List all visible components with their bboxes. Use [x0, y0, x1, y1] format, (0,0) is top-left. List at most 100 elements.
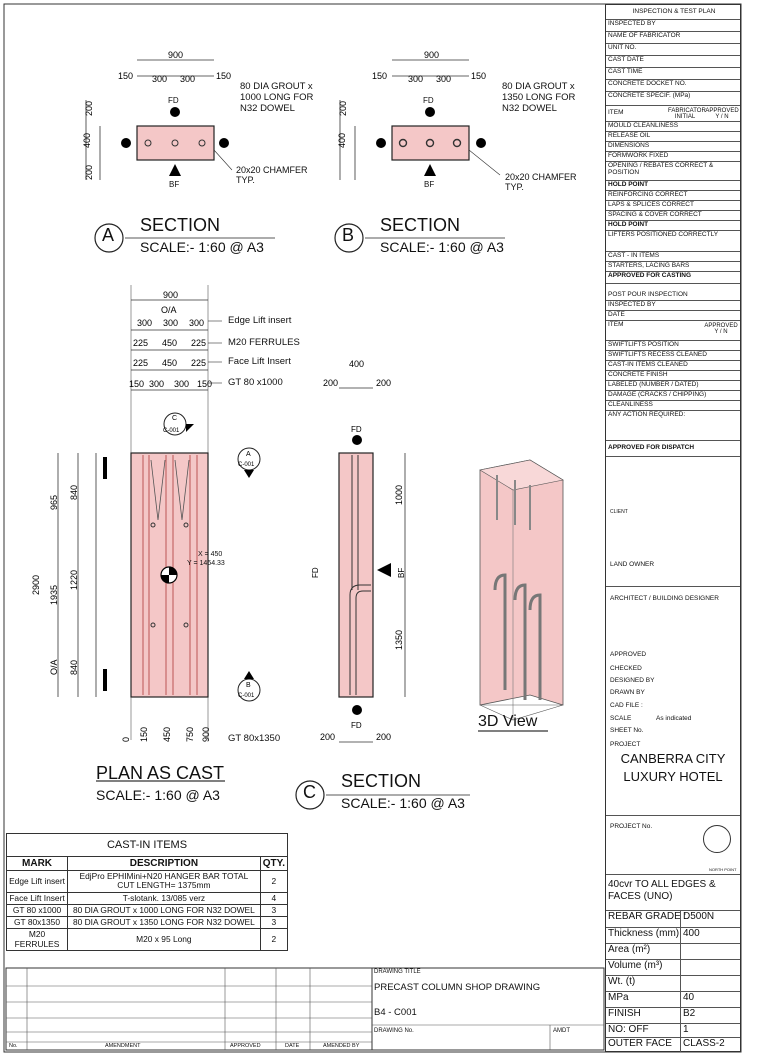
- section-b-title: SECTION: [380, 215, 461, 235]
- coord-x: X = 450: [198, 551, 223, 558]
- plan-label-edge-lift: Edge Lift insert: [228, 315, 292, 326]
- svg-text:200: 200: [376, 732, 391, 742]
- svg-text:750: 750: [185, 727, 195, 742]
- drawing-no-label: DRAWING No.: [374, 1028, 414, 1034]
- svg-text:900: 900: [163, 290, 178, 300]
- plan-label-gt1350: GT 80x1350: [228, 733, 281, 744]
- svg-text:C-001: C-001: [163, 428, 180, 434]
- section-c-marker: [295, 780, 325, 810]
- castin-header-desc: DESCRIPTION: [67, 856, 261, 872]
- section-c-view: [338, 387, 406, 743]
- svg-text:200: 200: [320, 732, 335, 742]
- svg-text:400: 400: [337, 133, 347, 148]
- svg-text:2900: 2900: [31, 575, 41, 595]
- amend-no: No.: [9, 1043, 18, 1049]
- svg-text:300: 300: [174, 379, 189, 389]
- svg-text:150: 150: [372, 71, 387, 81]
- svg-text:225: 225: [133, 358, 148, 368]
- svg-text:900: 900: [201, 727, 211, 742]
- svg-text:400: 400: [82, 133, 92, 148]
- svg-text:C: C: [172, 415, 177, 422]
- svg-text:150: 150: [129, 379, 144, 389]
- itp-title: INSPECTION & TEST PLAN: [606, 5, 740, 20]
- plan-label-face-lift: Face Lift Insert: [228, 356, 291, 367]
- svg-text:FD: FD: [311, 567, 320, 578]
- section-b-chamfer: 20x20 CHAMFER TYP.: [505, 172, 577, 193]
- svg-text:O/A: O/A: [49, 659, 59, 675]
- drawing-code: B4 - C001: [374, 1007, 417, 1018]
- svg-text:1000: 1000: [394, 485, 404, 505]
- svg-text:840: 840: [69, 660, 79, 675]
- section-a-view: [85, 59, 233, 180]
- section-a-marker: [94, 223, 124, 253]
- castin-header-mark: MARK: [5, 856, 69, 872]
- bf-label: BF: [169, 180, 180, 189]
- svg-text:300: 300: [180, 74, 195, 84]
- coord-y: Y = 1464.33: [187, 560, 225, 567]
- plan-label-gt1000: GT 80 x1000: [228, 377, 283, 388]
- svg-text:A: A: [246, 451, 251, 458]
- svg-text:300: 300: [189, 318, 204, 328]
- project-name-1: CANBERRA CITY: [620, 751, 726, 766]
- castin-header-qty: QTY.: [259, 856, 289, 872]
- svg-text:225: 225: [133, 338, 148, 348]
- svg-text:FD: FD: [351, 721, 362, 730]
- svg-text:B: B: [246, 682, 251, 689]
- view3d-title: 3D View: [478, 713, 538, 730]
- svg-text:300: 300: [163, 318, 178, 328]
- section-c-title: SECTION: [341, 771, 422, 791]
- amend-date: DATE: [285, 1043, 300, 1049]
- fd-label-b: FD: [423, 96, 434, 105]
- svg-text:150: 150: [471, 71, 486, 81]
- section-b-marker: [334, 223, 364, 253]
- svg-text:C-001: C-001: [238, 462, 255, 468]
- plan-scale: SCALE:- 1:60 @ A3: [96, 787, 220, 803]
- svg-text:0: 0: [121, 737, 131, 742]
- svg-text:300: 300: [408, 74, 423, 84]
- svg-text:1935: 1935: [49, 585, 59, 605]
- amend-by: AMENDED BY: [323, 1043, 360, 1049]
- svg-text:150: 150: [118, 71, 133, 81]
- svg-text:C-001: C-001: [238, 693, 255, 699]
- section-a-title: SECTION: [140, 215, 221, 235]
- svg-text:225: 225: [191, 358, 206, 368]
- svg-text:FD: FD: [351, 425, 362, 434]
- svg-text:300: 300: [137, 318, 152, 328]
- svg-text:450: 450: [162, 727, 172, 742]
- amendment-grid: [5, 967, 605, 1051]
- svg-text:150: 150: [216, 71, 231, 81]
- title-block: INSPECTION & TEST PLAN INSPECTED BY NAME…: [605, 4, 741, 1052]
- svg-text:BF: BF: [397, 568, 406, 578]
- dim-900-a: 900: [168, 50, 183, 60]
- svg-text:300: 300: [436, 74, 451, 84]
- svg-text:150: 150: [197, 379, 212, 389]
- svg-text:400: 400: [349, 359, 364, 369]
- amend-approved: APPROVED: [230, 1043, 261, 1049]
- svg-text:1350: 1350: [394, 630, 404, 650]
- section-b-view: [339, 59, 501, 180]
- section-a-letter: A: [102, 225, 115, 245]
- svg-text:300: 300: [149, 379, 164, 389]
- amdt-label: AMDT: [553, 1028, 570, 1034]
- svg-text:900: 900: [424, 50, 439, 60]
- section-b-letter: B: [342, 225, 355, 245]
- cover-note: 40cvr TO ALL EDGES & FACES (UNO): [608, 879, 716, 902]
- svg-text:840: 840: [69, 485, 79, 500]
- amend-amendment: AMENDMENT: [105, 1043, 141, 1049]
- section-a-scale: SCALE:- 1:60 @ A3: [140, 239, 264, 255]
- section-c-scale: SCALE:- 1:60 @ A3: [341, 795, 465, 811]
- view-3d: [479, 459, 564, 721]
- svg-text:O/A: O/A: [161, 305, 177, 315]
- bf-label-b: BF: [424, 180, 435, 189]
- section-a-chamfer: 20x20 CHAMFER TYP.: [236, 165, 308, 186]
- section-c-letter: C: [303, 782, 316, 802]
- section-b-scale: SCALE:- 1:60 @ A3: [380, 239, 504, 255]
- section-b-note: 80 DIA GROUT x 1350 LONG FOR N32 DOWEL: [502, 81, 576, 114]
- drawing-title: PRECAST COLUMN SHOP DRAWING: [374, 982, 541, 993]
